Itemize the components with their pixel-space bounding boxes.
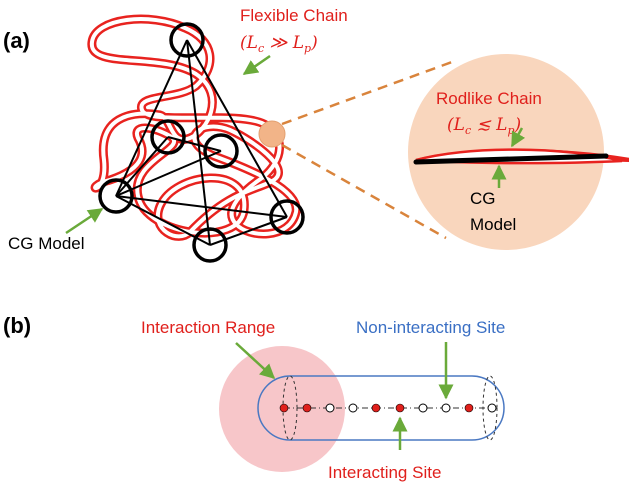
interacting-site (279, 403, 289, 413)
non-interacting-site (325, 403, 335, 413)
cg-bead (169, 22, 205, 58)
zoom-line-top (281, 60, 453, 126)
rodlike-chain-arrow (510, 127, 526, 148)
cg-model-bonds (115, 39, 288, 246)
interacting-site (464, 403, 474, 413)
non-interacting-site-label: Non-interacting Site (356, 318, 505, 337)
rodlike-cg-label-1: CG (470, 189, 496, 208)
cg-model-arrow (65, 207, 104, 235)
rodlike-chain-relation: (Lc ≲ Lp) (447, 115, 521, 137)
cg-bead (203, 133, 239, 169)
flexible-chain-relation: (Lc ≫ Lp) (240, 33, 318, 55)
zoom-source-circle (258, 120, 286, 148)
cg-model-beads (98, 22, 305, 263)
interacting-site (302, 403, 312, 413)
capsule-body (257, 375, 505, 441)
cg-bead (192, 227, 228, 263)
flexible-chain-arrow (242, 54, 271, 76)
zoom-line-bottom (281, 143, 447, 240)
flexible-chain-title: Flexible Chain (240, 6, 348, 25)
non-interacting-site (441, 403, 451, 413)
cg-bead (98, 178, 134, 214)
sites (279, 403, 497, 413)
flexible-chain-inner (89, 17, 299, 239)
rodlike-cg-label-2: Model (470, 215, 516, 234)
cg-bead (150, 119, 186, 155)
cg-model-label: CG Model (8, 234, 85, 253)
interaction-range-label: Interaction Range (141, 318, 275, 337)
non-interacting-site (418, 403, 428, 413)
rodlike-chain-title: Rodlike Chain (436, 89, 542, 108)
rodlike-cg-rod (413, 153, 609, 165)
flexible-chain (87, 14, 301, 241)
interacting-site (395, 403, 405, 413)
non-interacting-site (348, 403, 358, 413)
interacting-site-label: Interacting Site (328, 463, 441, 482)
interaction-range-arrow (235, 342, 276, 380)
cg-bead (269, 199, 305, 235)
panel-b-label: (b) (3, 313, 31, 338)
panel-a-label: (a) (3, 28, 30, 53)
non-interacting-site (487, 403, 497, 413)
interacting-site (371, 403, 381, 413)
